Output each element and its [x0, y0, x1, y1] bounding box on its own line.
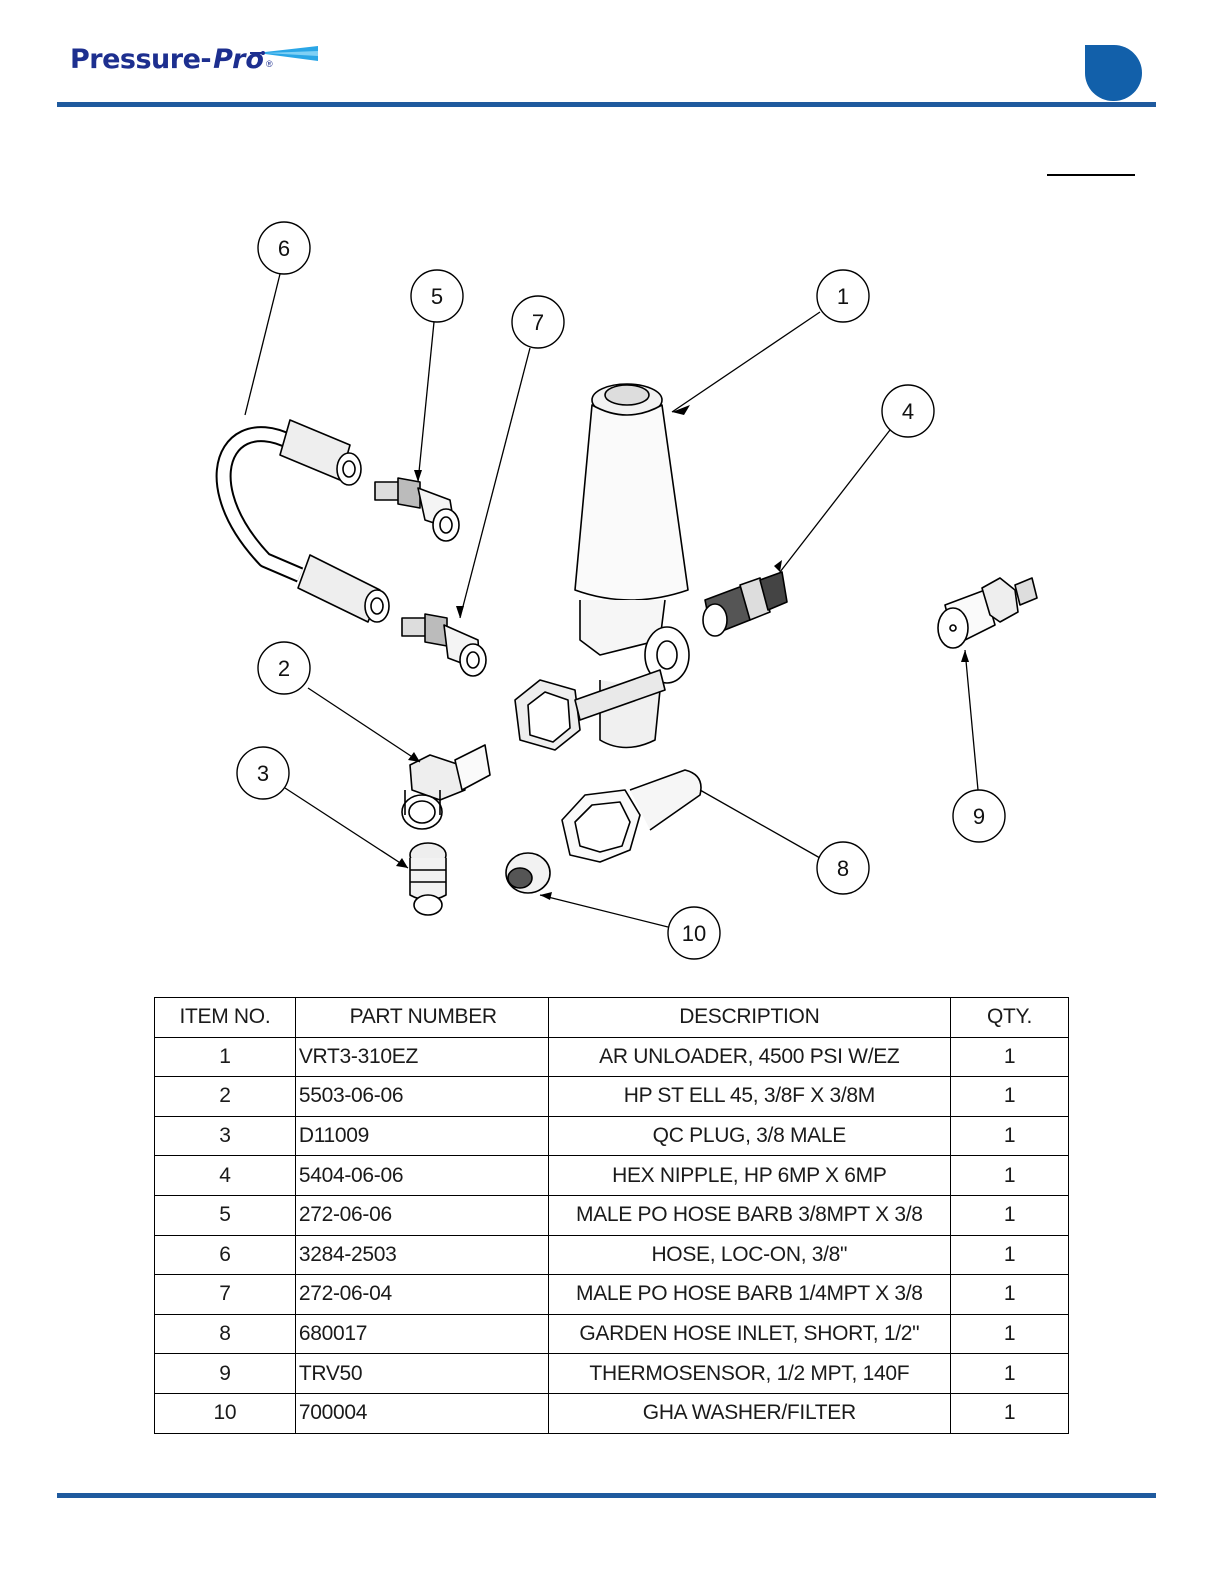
cell-part: 680017 — [294, 1313, 549, 1355]
balloon-9: 9 — [952, 789, 1006, 843]
table-row: 9 TRV50 THERMOSENSOR, 1/2 MPT, 140F 1 — [154, 1353, 1069, 1394]
balloon-label: 4 — [902, 399, 914, 424]
cell-item: 1 — [154, 1036, 296, 1078]
cell-part: 3284-2503 — [294, 1234, 549, 1276]
cell-qty: 1 — [950, 1115, 1069, 1157]
short-divider — [1047, 174, 1135, 176]
cell-item: 2 — [154, 1076, 296, 1117]
page-header: Pressure- Pro ® — [0, 0, 1224, 110]
cell-desc: HP ST ELL 45, 3/8F X 3/8M — [547, 1076, 952, 1117]
cell-item: 7 — [154, 1274, 296, 1315]
cell-item: 8 — [154, 1313, 296, 1355]
cell-item: 3 — [154, 1115, 296, 1157]
balloon-label: 8 — [837, 856, 849, 881]
unloader-drawing — [514, 383, 690, 751]
balloon-6: 6 — [257, 221, 311, 275]
hose-barb-5-drawing — [374, 477, 460, 542]
cell-part: 272-06-06 — [294, 1194, 549, 1236]
spray-wand-icon — [250, 46, 318, 61]
cell-qty: 1 — [950, 1353, 1069, 1394]
balloon-3: 3 — [236, 746, 290, 800]
cell-part: TRV50 — [294, 1353, 549, 1394]
cell-desc: MALE PO HOSE BARB 3/8MPT X 3/8 — [547, 1194, 952, 1236]
cell-item: 10 — [154, 1392, 296, 1434]
cell-qty: 1 — [950, 1274, 1069, 1315]
table-row: 6 3284-2503 HOSE, LOC-ON, 3/8" 1 — [154, 1234, 1069, 1276]
cell-desc: AR UNLOADER, 4500 PSI W/EZ — [547, 1036, 952, 1078]
parts-list-table: ITEM NO. PART NUMBER DESCRIPTION QTY. 1 … — [154, 997, 1069, 1434]
pressure-pro-logo: Pressure- Pro ® — [70, 44, 318, 75]
cell-item: 5 — [154, 1194, 296, 1236]
header-badge-shape — [1085, 45, 1142, 101]
balloon-2: 2 — [257, 641, 311, 695]
cell-desc: HEX NIPPLE, HP 6MP X 6MP — [547, 1155, 952, 1196]
cell-qty: 1 — [950, 1194, 1069, 1236]
cell-desc: GARDEN HOSE INLET, SHORT, 1/2" — [547, 1313, 952, 1355]
cell-desc: QC PLUG, 3/8 MALE — [547, 1115, 952, 1157]
balloon-label: 5 — [431, 284, 443, 309]
balloon-10: 10 — [667, 906, 721, 960]
table-header-row: ITEM NO. PART NUMBER DESCRIPTION QTY. — [154, 997, 1069, 1038]
cell-item: 6 — [154, 1234, 296, 1276]
cell-part: D11009 — [294, 1115, 549, 1157]
hose-barb-7-drawing — [401, 613, 487, 677]
balloon-4: 4 — [881, 384, 935, 438]
logo-registered-mark: ® — [265, 59, 273, 69]
header-part-number: PART NUMBER — [294, 997, 549, 1038]
cell-qty: 1 — [950, 1234, 1069, 1276]
table-row: 1 VRT3-310EZ AR UNLOADER, 4500 PSI W/EZ … — [154, 1036, 1069, 1078]
cell-item: 4 — [154, 1155, 296, 1196]
balloon-label: 9 — [973, 804, 985, 829]
header-qty: QTY. — [950, 997, 1069, 1038]
balloon-label: 7 — [532, 310, 544, 335]
cell-item: 9 — [154, 1353, 296, 1394]
thermosensor-drawing — [937, 577, 1038, 649]
exploded-parts-diagram: 1 2 3 4 5 6 7 8 — [215, 221, 1038, 960]
hex-nipple-drawing — [702, 571, 788, 637]
logo-pro-text: Pro — [213, 44, 264, 75]
table-row: 3 D11009 QC PLUG, 3/8 MALE 1 — [154, 1115, 1069, 1157]
cell-desc: MALE PO HOSE BARB 1/4MPT X 3/8 — [547, 1274, 952, 1315]
cell-desc: HOSE, LOC-ON, 3/8" — [547, 1234, 952, 1276]
washer-filter-drawing — [505, 852, 551, 894]
table-row: 5 272-06-06 MALE PO HOSE BARB 3/8MPT X 3… — [154, 1194, 1069, 1236]
cell-part: 5404-06-06 — [294, 1155, 549, 1196]
cell-part: 272-06-04 — [294, 1274, 549, 1315]
cell-part: VRT3-310EZ — [294, 1036, 549, 1078]
balloon-label: 6 — [278, 236, 290, 261]
table-row: 7 272-06-04 MALE PO HOSE BARB 1/4MPT X 3… — [154, 1274, 1069, 1315]
table-row: 2 5503-06-06 HP ST ELL 45, 3/8F X 3/8M 1 — [154, 1076, 1069, 1117]
header-description: DESCRIPTION — [547, 997, 952, 1038]
balloon-label: 10 — [682, 921, 706, 946]
balloon-label: 2 — [278, 656, 290, 681]
balloon-7: 7 — [511, 295, 565, 349]
balloon-8: 8 — [816, 841, 870, 895]
garden-hose-inlet-drawing — [561, 769, 702, 863]
cell-part: 700004 — [294, 1392, 549, 1434]
qc-plug-drawing — [409, 842, 447, 916]
hose-drawing — [215, 419, 390, 623]
cell-qty: 1 — [950, 1036, 1069, 1078]
cell-desc: GHA WASHER/FILTER — [547, 1392, 952, 1434]
cell-qty: 1 — [950, 1313, 1069, 1355]
table-row: 10 700004 GHA WASHER/FILTER 1 — [154, 1392, 1069, 1434]
cell-qty: 1 — [950, 1076, 1069, 1117]
cell-part: 5503-06-06 — [294, 1076, 549, 1117]
balloon-1: 1 — [816, 269, 870, 323]
cell-qty: 1 — [950, 1155, 1069, 1196]
cell-desc: THERMOSENSOR, 1/2 MPT, 140F — [547, 1353, 952, 1394]
table-row: 8 680017 GARDEN HOSE INLET, SHORT, 1/2" … — [154, 1313, 1069, 1355]
street-elbow-drawing — [401, 744, 491, 830]
footer-divider — [57, 1493, 1156, 1498]
header-item-no: ITEM NO. — [154, 997, 296, 1038]
balloon-label: 3 — [257, 761, 269, 786]
table-row: 4 5404-06-06 HEX NIPPLE, HP 6MP X 6MP 1 — [154, 1155, 1069, 1196]
balloon-label: 1 — [837, 284, 849, 309]
cell-qty: 1 — [950, 1392, 1069, 1434]
logo-brand-text: Pressure- — [70, 44, 212, 75]
balloon-5: 5 — [410, 269, 464, 323]
header-divider — [57, 102, 1156, 107]
